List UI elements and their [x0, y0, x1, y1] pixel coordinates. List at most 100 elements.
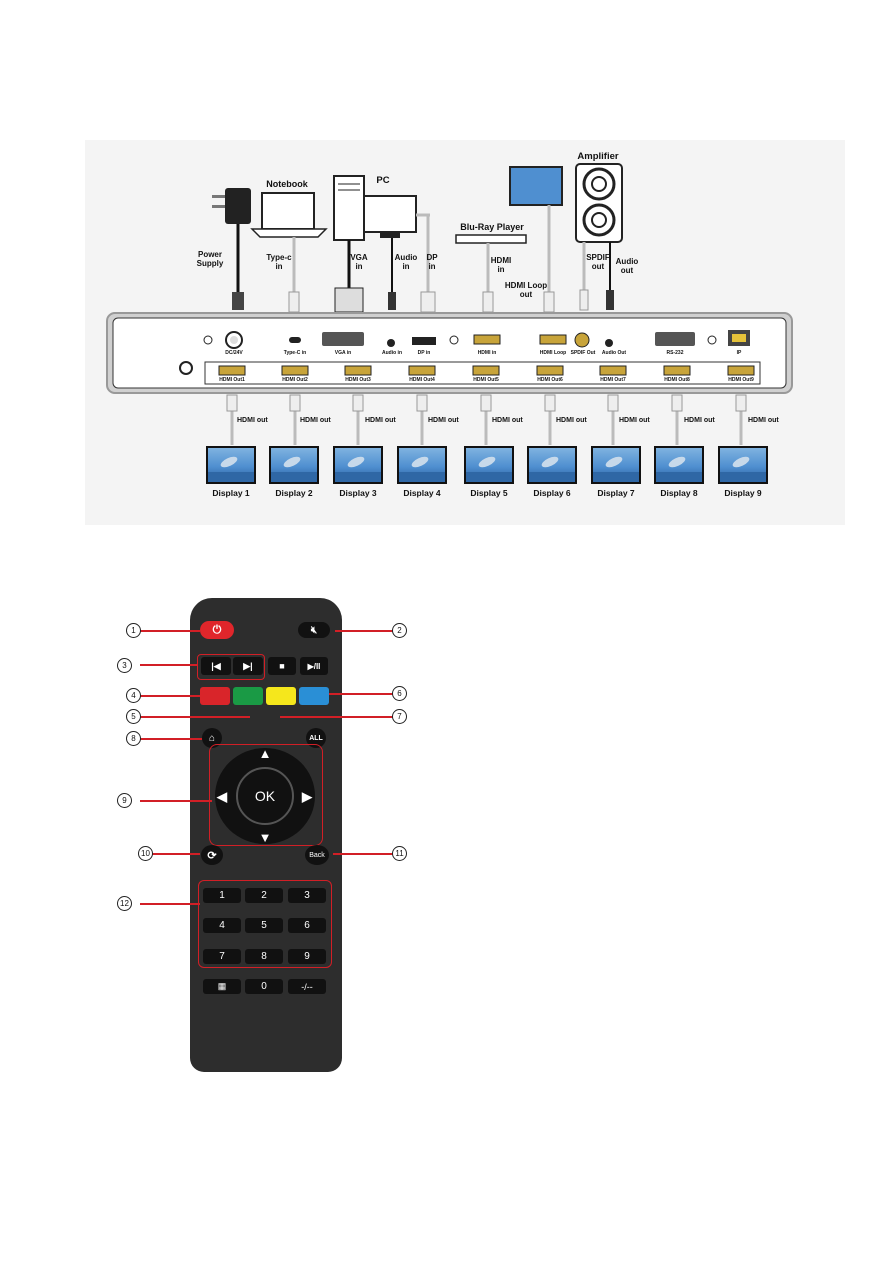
display-label: Display 5 — [470, 488, 508, 498]
home-button[interactable]: ⌂ — [202, 728, 222, 748]
refresh-button[interactable]: ⟳ — [201, 845, 223, 865]
callout-marker: 7 — [392, 709, 407, 724]
blu-ray-label: Blu-Ray Player — [460, 222, 524, 232]
arrow-left-icon: ◀ — [217, 789, 227, 804]
display-screen — [527, 446, 577, 484]
callout-marker: 11 — [392, 846, 407, 861]
number-key[interactable]: 1 — [203, 888, 241, 903]
amplifier-label: Amplifier — [577, 151, 619, 162]
hdmi-out-port-label: HDMI Out4 — [409, 377, 435, 383]
callout-marker: 8 — [126, 731, 141, 746]
display-screen — [464, 446, 514, 484]
hdmi-out-label: HDMI out — [684, 417, 715, 424]
number-key[interactable]: 9 — [288, 949, 326, 964]
left-arrow-button[interactable]: ◀ — [214, 788, 230, 806]
hdmi-out-label: HDMI out — [237, 417, 268, 424]
audio-out-label: Audio out — [615, 257, 639, 275]
skip-forward-icon: ▶| — [243, 660, 253, 671]
number-key[interactable]: 5 — [245, 918, 283, 933]
down-arrow-button[interactable]: ▼ — [255, 830, 275, 845]
display-label: Display 8 — [660, 488, 698, 498]
hdmi-out-label: HDMI out — [748, 417, 779, 424]
hdmi-out-label: HDMI out — [619, 417, 650, 424]
hdmi-out-port-label: HDMI Out6 — [537, 377, 563, 383]
display-screen — [206, 446, 256, 484]
mute-icon: 🔇︎ — [310, 624, 318, 636]
number-key[interactable]: 3 — [288, 888, 326, 903]
back-button[interactable]: Back — [305, 845, 329, 865]
display-label: Display 3 — [339, 488, 377, 498]
next-button[interactable]: ▶| — [233, 657, 263, 675]
number-key[interactable]: 8 — [245, 949, 283, 964]
up-arrow-button[interactable]: ▲ — [255, 745, 275, 761]
arrow-up-icon: ▲ — [258, 745, 272, 761]
port-label: HDMI in — [477, 350, 497, 356]
stop-button[interactable]: ■ — [268, 657, 296, 675]
hdmi-out-port-label: HDMI Out9 — [728, 377, 754, 383]
callout-marker: 5 — [126, 709, 141, 724]
yellow-key[interactable] — [266, 687, 296, 705]
ok-button[interactable]: OK — [236, 767, 294, 825]
callout-marker: 12 — [117, 896, 132, 911]
dash-key[interactable]: -/-- — [288, 979, 326, 994]
red-key[interactable] — [200, 687, 230, 705]
mute-button[interactable]: 🔇︎ — [298, 622, 330, 638]
hdmi-out-port-label: HDMI Out3 — [345, 377, 371, 383]
right-arrow-button[interactable]: ▶ — [299, 788, 315, 806]
all-button[interactable]: ALL — [306, 728, 326, 748]
display-screen — [333, 446, 383, 484]
amplifier-icon — [575, 163, 623, 311]
port-label: VGA in — [334, 350, 352, 356]
port-label: DP in — [417, 350, 431, 356]
play-pause-button[interactable]: ▶/II — [300, 657, 328, 675]
audio-in-label: Audio in — [394, 253, 418, 271]
hdmi-out-port-label: HDMI Out2 — [282, 377, 308, 383]
previous-button[interactable]: |◀ — [201, 657, 231, 675]
callout-marker: 6 — [392, 686, 407, 701]
refresh-icon: ⟳ — [207, 849, 217, 862]
callout-marker: 3 — [117, 658, 132, 673]
grid-key[interactable]: ▦ — [203, 979, 241, 994]
port-label: Audio Out — [601, 350, 627, 356]
power-button[interactable]: ⏻ — [200, 621, 234, 639]
type-c-in-label: Type-c in — [266, 253, 292, 271]
port-label: HDMI Loop — [539, 350, 567, 356]
hdmi-out-port-label: HDMI Out7 — [600, 377, 626, 383]
number-key-zero[interactable]: 0 — [245, 979, 283, 994]
dp-in-label: DP in — [426, 253, 438, 271]
display-screen — [718, 446, 768, 484]
number-key[interactable]: 4 — [203, 918, 241, 933]
blue-key[interactable] — [299, 687, 329, 705]
pc-icon — [333, 175, 436, 313]
display-screen — [654, 446, 704, 484]
display-screen — [591, 446, 641, 484]
port-label: SPDIF Out — [570, 350, 596, 356]
power-adapter-icon — [212, 188, 251, 310]
number-key[interactable]: 2 — [245, 888, 283, 903]
display-label: Display 9 — [724, 488, 762, 498]
green-key[interactable] — [233, 687, 263, 705]
display-label: Display 4 — [403, 488, 441, 498]
hdmi-out-label: HDMI out — [492, 417, 523, 424]
grid-icon: ▦ — [217, 981, 227, 991]
display-label: Display 6 — [533, 488, 571, 498]
port-label: DC/24V — [225, 350, 243, 356]
hdmi-out-label: HDMI out — [300, 417, 331, 424]
skip-back-icon: |◀ — [211, 660, 221, 671]
notebook-label: Notebook — [266, 179, 308, 189]
hdmi-loop-tv-icon — [509, 166, 563, 313]
display-screen — [269, 446, 319, 484]
hdmi-out-port-label: HDMI Out1 — [219, 377, 245, 383]
number-key[interactable]: 6 — [288, 918, 326, 933]
vga-in-label: VGA in — [350, 253, 368, 271]
callout-marker: 4 — [126, 688, 141, 703]
pc-label: PC — [376, 175, 390, 186]
hdmi-in-label: HDMI in — [490, 256, 512, 274]
notebook-icon — [250, 192, 328, 313]
play-pause-icon: ▶/II — [307, 661, 321, 671]
number-key[interactable]: 7 — [203, 949, 241, 964]
hdmi-out-label: HDMI out — [556, 417, 587, 424]
hdmi-out-label: HDMI out — [428, 417, 459, 424]
diagram-drawing — [106, 163, 793, 445]
hdmi-out-port-label: HDMI Out8 — [664, 377, 690, 383]
